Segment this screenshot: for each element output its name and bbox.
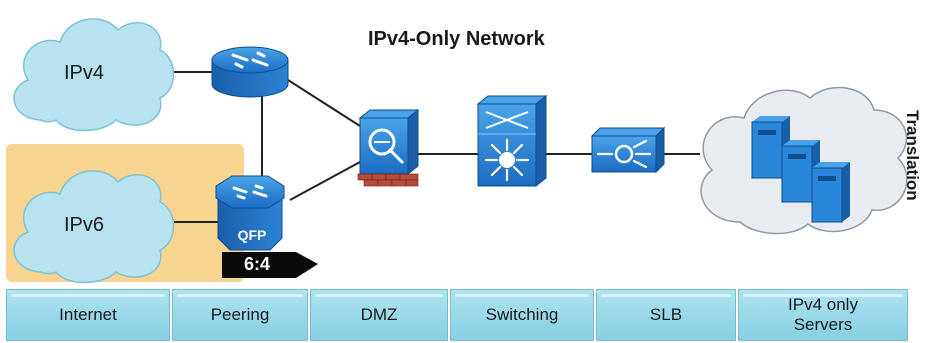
ratio-arrow: [222, 252, 318, 278]
connection-lines: [150, 71, 700, 223]
ipv4-cloud-label: IPv4: [64, 62, 105, 84]
segment-slb: SLB: [596, 289, 736, 341]
slb-icon: [590, 126, 666, 174]
segment-switching: Switching: [450, 289, 594, 341]
ipv4-cloud: [13, 18, 175, 132]
ipv6-cloud-label: IPv6: [64, 214, 105, 236]
server-icon: [751, 116, 790, 179]
ipv6-cloud: [13, 170, 175, 284]
segment-dmz: DMZ: [310, 289, 448, 341]
server-icon: [811, 162, 850, 223]
switch-icon: [476, 94, 548, 188]
diagram-title: IPv4-Only Network: [368, 28, 545, 50]
segment-servers: IPv4 only Servers: [738, 289, 908, 341]
router-icon: [211, 46, 289, 98]
ratio-label: 6:4: [243, 254, 270, 274]
segment-peering: Peering: [172, 289, 308, 341]
qfp-router-icon: [215, 175, 285, 251]
qfp-label: QFP: [237, 227, 267, 243]
link-router-firewall: [287, 79, 361, 127]
segment-bar: Internet Peering DMZ Switching SLB IPv4 …: [6, 289, 908, 341]
segment-internet: Internet: [6, 289, 170, 341]
firewall-icon: [357, 108, 420, 187]
side-label: Translation: [903, 110, 922, 201]
link-qfp-firewall: [289, 161, 361, 201]
